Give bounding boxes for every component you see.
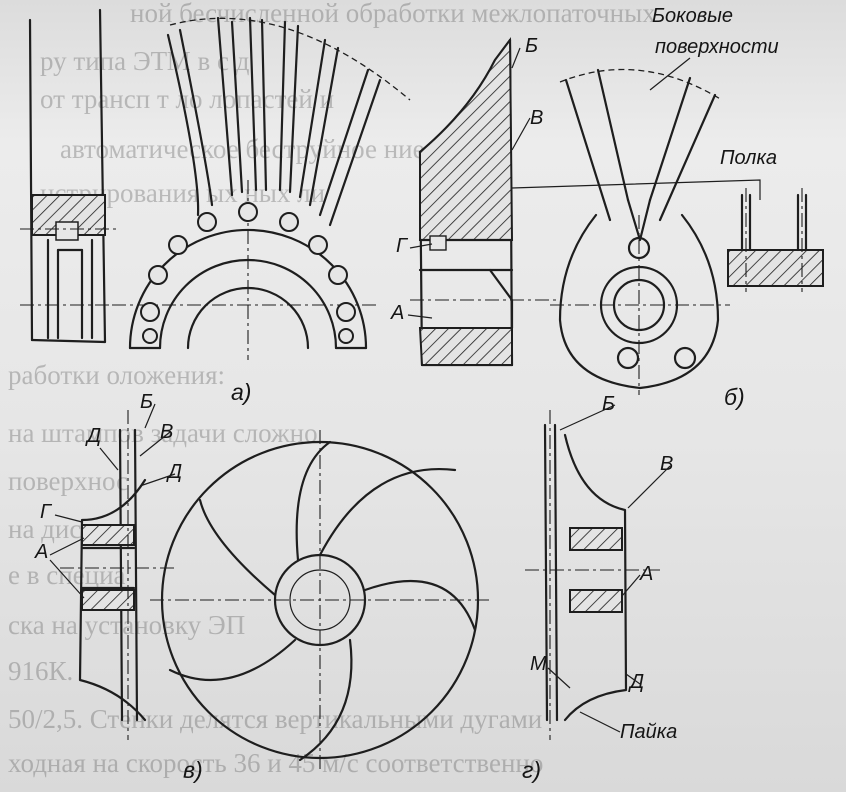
bleed-line: ска на установку ЭП <box>8 610 245 640</box>
bleed-line: от трансп т ло лопастей и <box>40 84 334 114</box>
bleed-line: ходная на скорость 36 и 45 м/с соответст… <box>8 748 543 778</box>
bleed-line: работки оложения: <box>8 360 225 390</box>
label-d-b: Б <box>602 393 615 415</box>
label-d-d: Д <box>628 671 644 693</box>
labels: Б В Г А Боковые поверхности Полка Б Д В … <box>34 5 779 783</box>
label-solder: Пайка <box>620 721 677 743</box>
label-c-d1: Д <box>85 425 101 447</box>
label-side-surfaces: поверхности <box>655 36 779 58</box>
caption-b: б) <box>724 384 745 410</box>
label-c-b: Б <box>140 391 153 413</box>
leader-lines <box>49 47 691 733</box>
bleed-line: автоматическое беструйное ние к <box>60 134 445 164</box>
caption-g: г) <box>522 757 541 783</box>
label-side-surfaces: Боковые <box>652 5 733 27</box>
label-d-m: М <box>530 653 547 675</box>
bleed-line: 50/2,5. Стенки делятся вертикальными дуг… <box>8 704 542 734</box>
label-d-a: А <box>639 563 653 585</box>
bleed-line: е в специа <box>8 560 126 590</box>
caption-v: в) <box>183 757 203 783</box>
bleed-line: поверхнос <box>8 466 128 496</box>
view-b-fork-part <box>550 68 730 395</box>
view-a-disk-section <box>410 37 761 367</box>
label-b-top: Б <box>525 35 538 57</box>
label-shelf: Полка <box>720 147 777 169</box>
label-c-a: А <box>34 541 48 563</box>
label-v-top: В <box>530 107 543 129</box>
label-c-v: В <box>160 421 173 443</box>
view-v-impeller-section <box>60 410 175 740</box>
caption-a: а) <box>231 379 251 405</box>
label-g-a: Г <box>396 235 409 257</box>
label-c-d2: Д <box>166 461 182 483</box>
view-b-shelf-detail <box>727 188 824 292</box>
view-v-impeller-front <box>150 430 490 770</box>
label-c-g: Г <box>40 501 53 523</box>
bleed-line: ру типа ЭТМ в с д <box>40 46 250 76</box>
label-d-v: В <box>660 453 673 475</box>
view-a-side-section <box>20 8 118 344</box>
view-a-fan-wheel <box>112 16 411 360</box>
label-a-a: А <box>390 302 404 324</box>
bleed-line: 916К. <box>8 656 73 686</box>
view-g-impeller-section <box>525 410 660 740</box>
bleed-line: на штампов задачи сложно <box>8 418 318 448</box>
